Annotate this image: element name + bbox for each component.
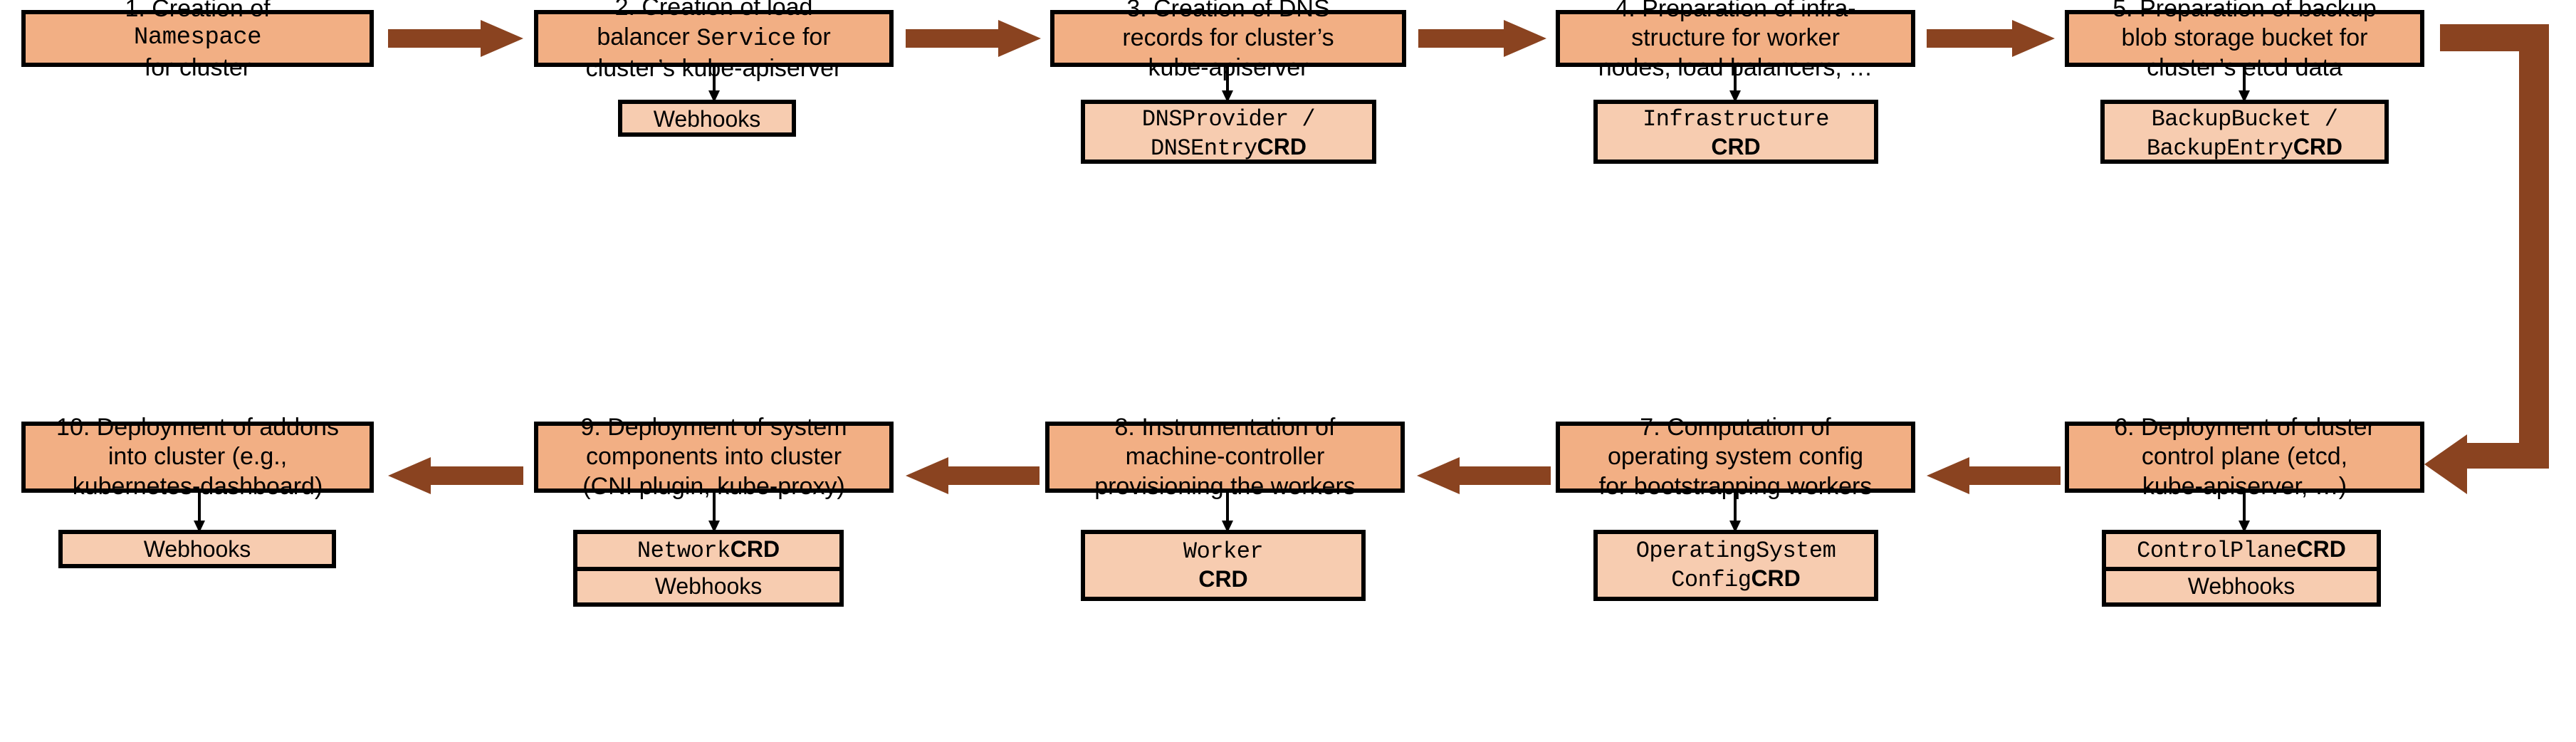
step-1-line-3: for cluster [144, 53, 251, 81]
step-box-7[interactable]: 7. Computation of operating system confi… [1556, 414, 1915, 500]
dns-crd-type: DNSEntry [1151, 135, 1257, 162]
step-box-6[interactable]: 6. Deployment of cluster control plane (… [2065, 414, 2424, 500]
infrastructure-crd-type: Infrastructure [1643, 106, 1829, 132]
step-1-line-1: 1. Creation of [125, 0, 271, 22]
step-10-line-2: into cluster (e.g., [108, 443, 288, 471]
artifact-box-dns-crd[interactable]: DNSProvider / DNSEntryCRD [1081, 100, 1376, 164]
step-8-line-1: 8. Instrumentation of [1114, 413, 1336, 441]
artifact-box-controlplane-crd[interactable]: ControlPlaneCRD Webhooks [2102, 530, 2381, 607]
step-box-4[interactable]: 4. Preparation of infra- structure for w… [1556, 0, 1915, 81]
artifact-cell-backup-crd: BackupBucket / BackupEntryCRD [2105, 104, 2384, 164]
artifact-cell-webhooks: Webhooks [577, 567, 839, 602]
arrow-step7-to-step8 [1417, 457, 1551, 494]
dns-crd-label: CRD [1257, 134, 1307, 160]
step-1-line-2: Namespace [133, 24, 262, 52]
step-7-line-2: operating system config [1607, 443, 1864, 471]
controlplane-crd-label: CRD [2296, 536, 2346, 563]
step-5-line-2: blob storage bucket for [2121, 24, 2368, 52]
arrow-step9-to-step10 [388, 457, 523, 494]
artifact-cell-webhooks: Webhooks [2106, 567, 2377, 602]
artifact-box-network-crd[interactable]: NetworkCRD Webhooks [573, 530, 844, 607]
backup-crd-line-2: BackupEntryCRD [2147, 133, 2342, 162]
arrow-step3-to-step4 [1418, 20, 1546, 57]
step-10-line-3: kubernetes-dashboard) [72, 472, 323, 500]
osc-crd-type-line-2-mono: Config [1671, 567, 1752, 593]
osc-crd-type-line-1: OperatingSystem [1635, 537, 1836, 564]
osc-crd-type-line-2: ConfigCRD [1636, 565, 1836, 594]
connector-step8-to-worker-crd [1219, 493, 1236, 533]
step-2-line-2-mono: Service [696, 25, 796, 53]
dns-crd-line-2: DNSEntryCRD [1142, 133, 1315, 162]
step-2-line-2-pre: balancer [597, 23, 697, 51]
step-box-1[interactable]: 1. Creation of Namespace for cluster [21, 0, 374, 81]
osc-crd-label: CRD [1751, 565, 1801, 591]
step-box-9[interactable]: 9. Deployment of system components into … [534, 414, 894, 500]
artifact-box-webhooks-10[interactable]: Webhooks [58, 530, 336, 568]
artifact-cell-controlplane-crd: ControlPlaneCRD [2106, 534, 2377, 567]
backup-crd-label: CRD [2293, 134, 2343, 160]
artifact-box-backup-crd[interactable]: BackupBucket / BackupEntryCRD [2100, 100, 2389, 164]
connector-step10-to-webhooks [191, 493, 208, 533]
artifact-cell-webhooks: Webhooks [653, 106, 761, 132]
artifact-box-operatingsystemconfig-crd[interactable]: OperatingSystem ConfigCRD [1593, 530, 1878, 601]
step-2-line-2: balancer Service for [544, 23, 884, 54]
network-crd-type: Network [637, 538, 731, 565]
infrastructure-crd-label: CRD [1711, 134, 1761, 160]
worker-crd-label: CRD [1198, 566, 1248, 592]
step-3-line-1: 3. Creation of DNS [1126, 0, 1330, 22]
backup-crd-type: BackupEntry [2146, 135, 2293, 162]
connector-step7-to-osc-crd [1727, 493, 1744, 533]
backup-crd-line-1: BackupBucket / [2151, 106, 2338, 132]
dns-crd-line-1: DNSProvider / [1141, 106, 1316, 132]
connector-step5-to-backup-crd [2236, 67, 2253, 103]
arrow-step4-to-step5 [1927, 20, 2055, 57]
arrow-step5-to-step6-elbow [2424, 24, 2576, 494]
connector-step6-to-controlplane-crd [2236, 493, 2253, 533]
artifact-cell-infrastructure-crd: Infrastructure CRD [1598, 104, 1874, 162]
arrow-step8-to-step9 [906, 457, 1040, 494]
artifact-cell-osc-crd: OperatingSystem ConfigCRD [1598, 534, 1874, 597]
step-2-line-2-post: for [795, 23, 831, 51]
step-7-line-1: 7. Computation of [1640, 413, 1831, 441]
network-crd-label: CRD [730, 536, 780, 563]
step-4-line-1: 4. Preparation of infra- [1615, 0, 1856, 22]
connector-step9-to-network-crd [706, 493, 723, 533]
step-box-3[interactable]: 3. Creation of DNS records for cluster’s… [1050, 0, 1406, 81]
step-box-2[interactable]: 2. Creation of load balancer Service for… [534, 0, 894, 82]
step-6-line-1: 6. Deployment of cluster [2114, 413, 2375, 441]
artifact-cell-worker-crd: Worker CRD [1085, 534, 1361, 597]
step-box-10[interactable]: 10. Deployment of addons into cluster (e… [21, 414, 374, 500]
step-6-line-2: control plane (etcd, [2141, 443, 2348, 471]
step-8-line-3: provisioning the workers [1094, 472, 1356, 500]
connector-step3-to-dns-crd [1219, 67, 1236, 103]
step-5-line-1: 5. Preparation of backup [2112, 0, 2377, 22]
step-box-5[interactable]: 5. Preparation of backup blob storage bu… [2065, 0, 2424, 81]
step-3-line-2: records for cluster’s [1122, 24, 1334, 52]
artifact-cell-webhooks: Webhooks [143, 536, 251, 562]
artifact-box-webhooks-2[interactable]: Webhooks [618, 100, 796, 137]
step-9-line-1: 9. Deployment of system [580, 413, 847, 441]
step-8-line-2: machine-controller [1125, 443, 1325, 471]
artifact-cell-network-crd: NetworkCRD [577, 534, 839, 567]
step-2-line-1: 2. Creation of load [614, 0, 813, 21]
connector-step2-to-webhooks [706, 67, 723, 103]
artifact-box-infrastructure-crd[interactable]: Infrastructure CRD [1593, 100, 1878, 164]
step-9-line-2: components into cluster [585, 443, 842, 471]
connector-step4-to-infrastructure-crd [1727, 67, 1744, 103]
arrow-step2-to-step3 [906, 20, 1041, 57]
step-4-line-2: structure for worker [1631, 24, 1840, 52]
controlplane-crd-type: ControlPlane [2137, 538, 2297, 565]
worker-crd-type: Worker [1183, 538, 1264, 565]
step-10-line-1: 10. Deployment of addons [56, 413, 339, 441]
artifact-cell-dns-crd: DNSProvider / DNSEntryCRD [1085, 104, 1372, 164]
arrow-step1-to-step2 [388, 20, 523, 57]
artifact-box-worker-crd[interactable]: Worker CRD [1081, 530, 1366, 601]
arrow-step6-to-step7 [1927, 457, 2061, 494]
step-box-8[interactable]: 8. Instrumentation of machine-controller… [1045, 414, 1405, 500]
